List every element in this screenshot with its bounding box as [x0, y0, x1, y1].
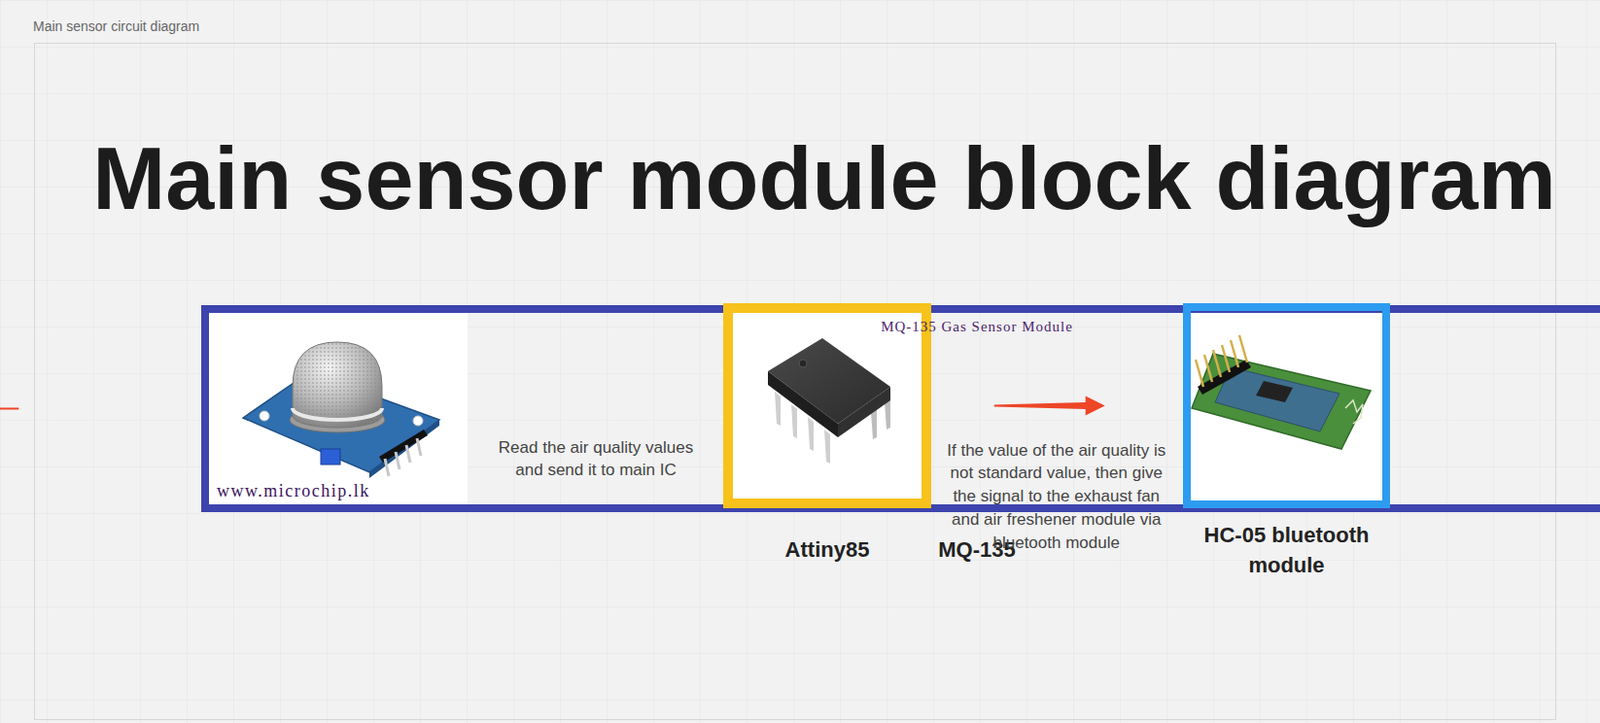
- pin: [406, 445, 411, 463]
- bt-chip: [1255, 381, 1293, 403]
- sensor-mesh: [292, 342, 383, 428]
- gas-sensor-picture: [243, 342, 440, 479]
- arrow-label: Read the air quality values and send it …: [486, 436, 706, 484]
- pin-header: [379, 429, 428, 463]
- box-fill: [725, 305, 930, 507]
- box-fill: [1184, 305, 1389, 507]
- ic-leg: [824, 429, 831, 464]
- pin: [395, 452, 400, 470]
- pin: [384, 458, 389, 477]
- pin: [417, 438, 421, 456]
- ic-pin1-dot: [799, 359, 807, 368]
- sensor-band: [292, 408, 383, 420]
- ic-picture: [767, 338, 891, 464]
- ic-body-side: [767, 371, 838, 438]
- component-box: MQ-135 Gas Sensor Module www.microchip.lk…: [201, 305, 1600, 513]
- pin: [1221, 345, 1230, 373]
- ic-leg: [791, 404, 798, 439]
- printed-module-text: www.microchip.lk: [216, 480, 1600, 502]
- mount-hole: [413, 416, 423, 426]
- pin: [1204, 354, 1213, 383]
- signal-arrow: [994, 396, 1106, 417]
- box-fill: [203, 307, 468, 509]
- bluetooth-picture: [1191, 335, 1371, 450]
- signal-arrow: [0, 399, 19, 419]
- printed-module-text: MQ-135 Gas Sensor Module: [880, 317, 1074, 336]
- ic-leg: [774, 391, 781, 426]
- potentiometer: [320, 449, 341, 465]
- frame-label: Main sensor circuit diagram: [33, 17, 200, 35]
- pin-header: [1197, 359, 1252, 395]
- ic-body-side: [837, 386, 891, 438]
- sensor-board-edge: [369, 419, 440, 479]
- bt-antenna: [1345, 400, 1363, 424]
- pin: [1213, 349, 1221, 378]
- sensor-dome: [292, 342, 383, 428]
- pin: [1230, 340, 1239, 368]
- arrow-label: If the value of the air quality is not s…: [941, 439, 1172, 556]
- component-box: HC-05 bluetooth module: [1182, 303, 1391, 509]
- diagram-title: Main sensor module block diagram: [92, 135, 1556, 223]
- pin: [1239, 335, 1248, 363]
- part-name: Attiny85: [723, 535, 932, 566]
- ic-leg: [807, 417, 814, 452]
- mount-hole: [259, 411, 270, 421]
- part-name: HC-05 bluetooth module: [1180, 521, 1394, 582]
- pin: [1195, 359, 1204, 387]
